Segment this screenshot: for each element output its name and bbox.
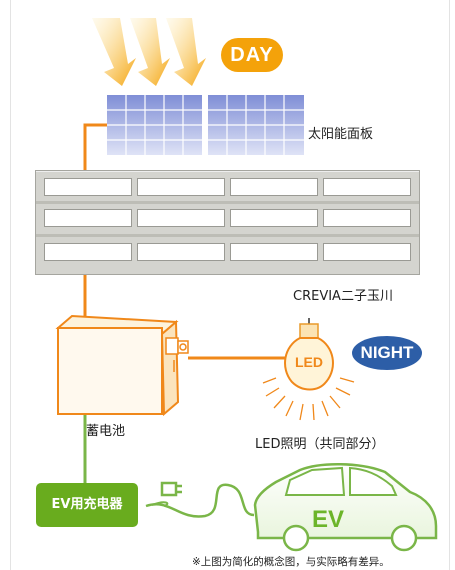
building-window — [230, 209, 318, 227]
solar-panel-label: 太阳能面板 — [308, 127, 374, 142]
building-window — [44, 243, 132, 261]
building-window — [230, 178, 318, 196]
ev-charger: EV用充电器 — [36, 483, 138, 527]
battery-unit — [55, 314, 189, 417]
diagram-frame — [10, 0, 450, 570]
building-window — [230, 243, 318, 261]
building-window — [44, 178, 132, 196]
night-badge: NIGHT — [352, 336, 422, 370]
power-lines — [83, 123, 302, 360]
led-bulb-icon — [262, 318, 355, 421]
sunlight-arrows — [92, 18, 206, 86]
footnote: ※上图为简化的概念图，与实际略有差异。 — [192, 556, 390, 568]
building-window — [323, 243, 411, 261]
battery-label: 蓄电池 — [86, 424, 126, 439]
building-window — [323, 178, 411, 196]
electric-car-icon — [253, 463, 438, 552]
building-window — [323, 209, 411, 227]
led-lighting-label: LED照明（共同部分） — [255, 437, 385, 452]
day-badge: DAY — [221, 38, 283, 72]
building-window — [44, 209, 132, 227]
led-bulb-label: LED — [295, 354, 323, 370]
building-window — [137, 178, 225, 196]
building-window — [137, 209, 225, 227]
building — [35, 170, 420, 275]
charging-plug-icon — [145, 481, 255, 518]
solar-panel — [107, 95, 304, 155]
ev-label: EV — [312, 506, 345, 533]
building-label: CREVIA二子玉川 — [293, 289, 393, 304]
building-window — [137, 243, 225, 261]
